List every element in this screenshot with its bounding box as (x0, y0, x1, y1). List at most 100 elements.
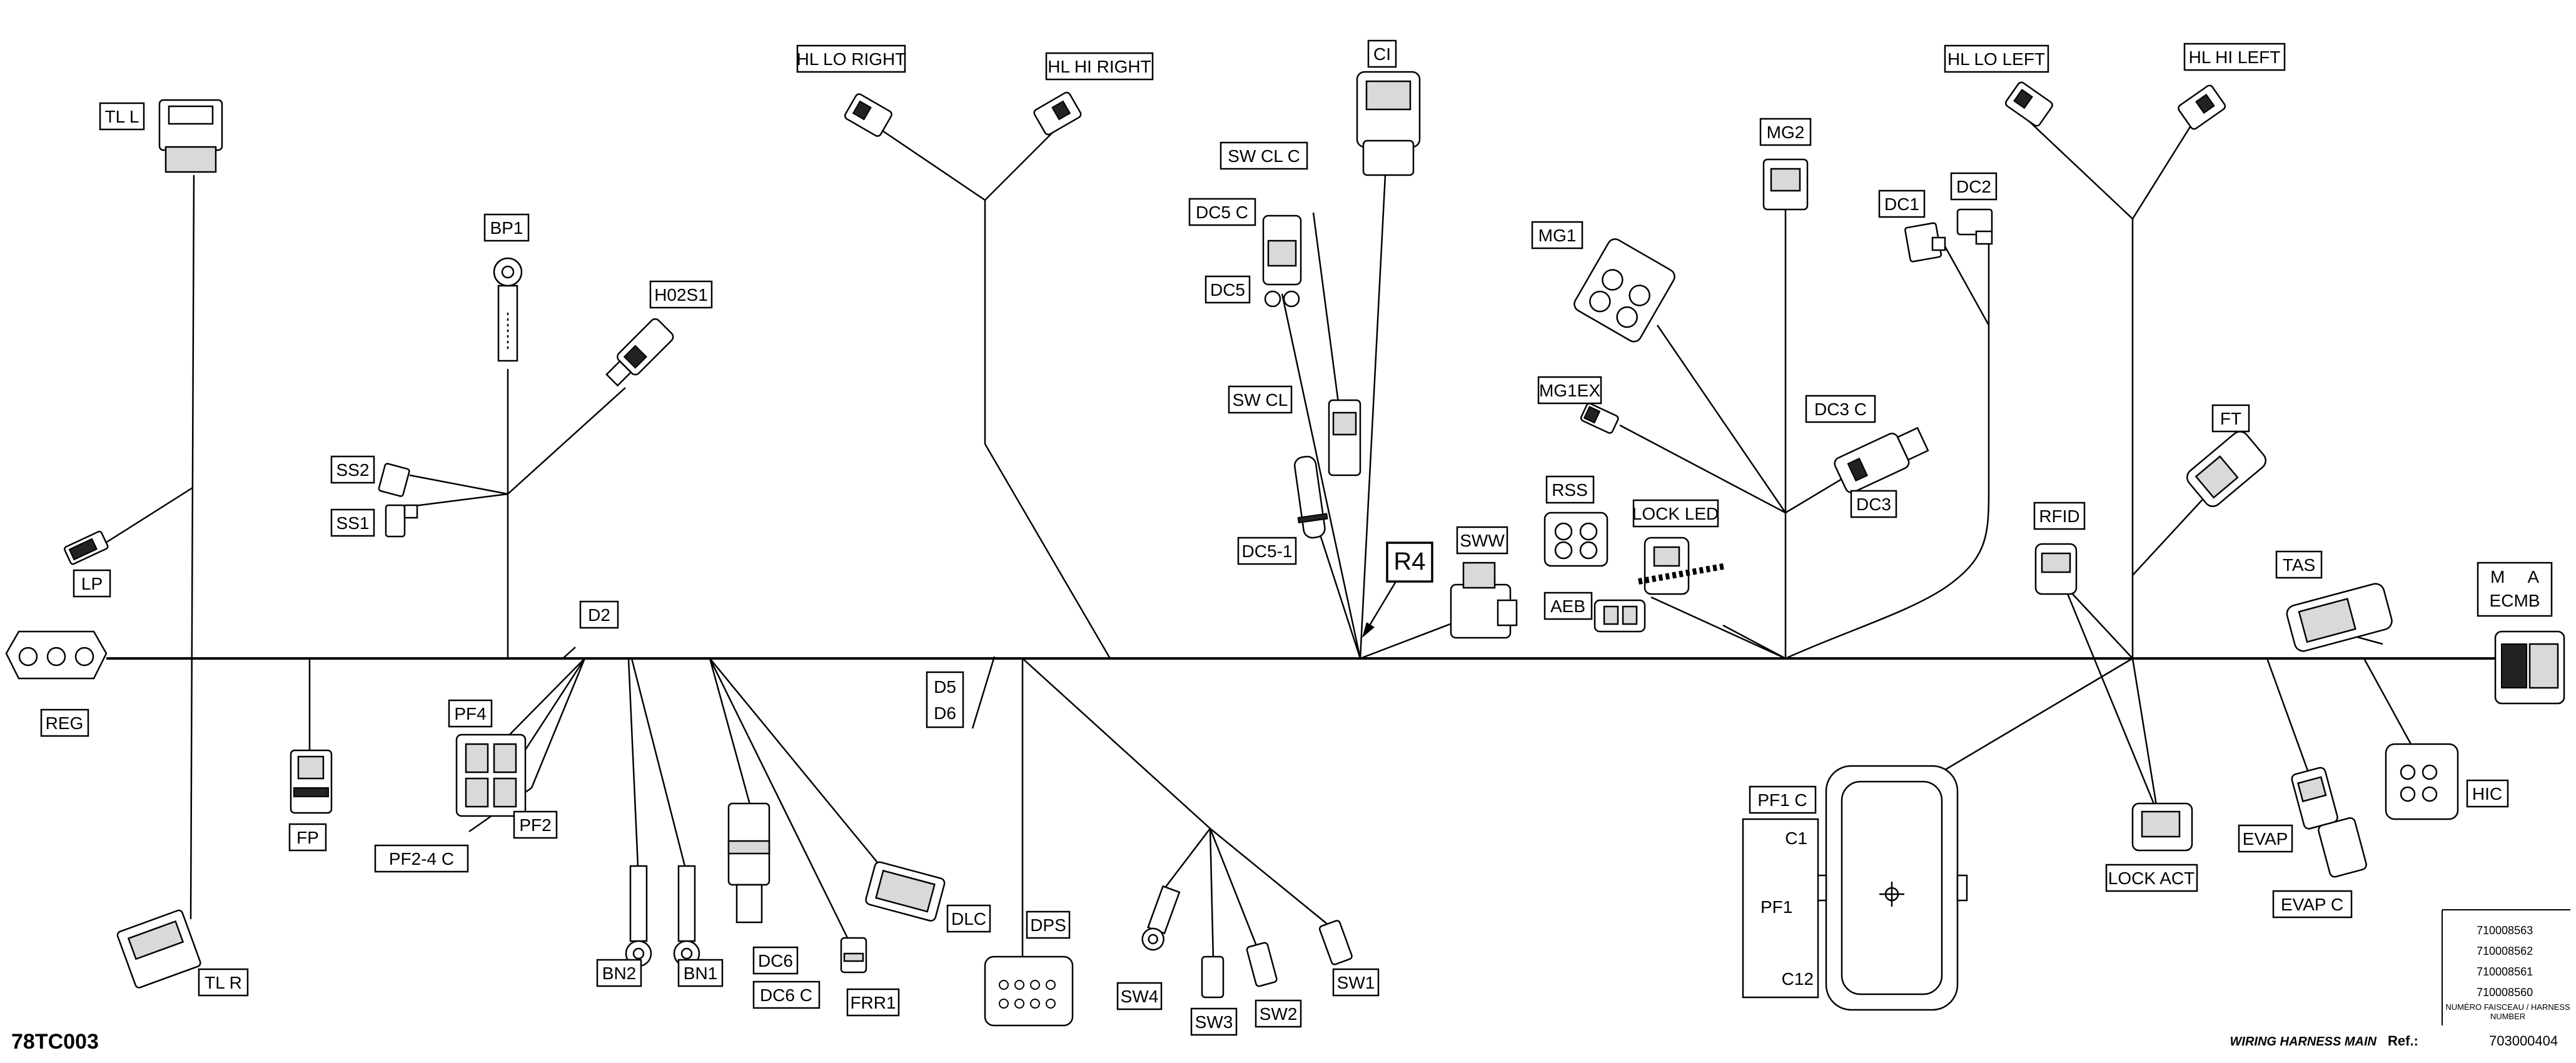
svg-text:RSS: RSS (1552, 480, 1588, 500)
svg-text:PF1 C: PF1 C (1757, 790, 1807, 810)
label-ss2: SS2 (330, 455, 375, 484)
label-c12: C12 (1782, 969, 1814, 989)
label-c1: C1 (1785, 829, 1807, 848)
label-ft: FT (2211, 404, 2250, 433)
label-lock-led: LOCK LED (1632, 499, 1719, 528)
svg-text:M: M (2490, 567, 2505, 587)
svg-text:DC1: DC1 (1884, 194, 1919, 214)
tl-r-connector-icon (116, 909, 201, 989)
svg-text:FT: FT (2220, 409, 2241, 428)
svg-text:LP: LP (81, 574, 103, 593)
ft-connector-icon (2186, 431, 2266, 507)
tl-l-connector-icon (158, 99, 223, 173)
label-sw-cl: SW CL (1228, 385, 1293, 414)
sww-switch-icon (1450, 562, 1518, 639)
label-hl-lo-left: HL LO LEFT (1944, 44, 2049, 73)
label-lock-act: LOCK ACT (2105, 864, 2198, 892)
sw4-terminal-icon (1141, 885, 1181, 951)
dc5-connector-icon (1262, 214, 1302, 308)
label-bp1: BP1 (483, 213, 530, 242)
label-sw-cl-c: SW CL C (1220, 141, 1308, 170)
label-dc5-1: DC5-1 (1237, 537, 1297, 565)
label-h02s1: H02S1 (649, 280, 713, 309)
label-dlc: DLC (946, 904, 991, 933)
lock-act-connector-icon (2131, 802, 2193, 852)
svg-text:D2: D2 (588, 605, 610, 625)
svg-text:BP1: BP1 (490, 218, 523, 238)
ref-label: Ref.: (2388, 1033, 2418, 1049)
label-sw2: SW2 (1255, 999, 1302, 1028)
svg-text:D5: D5 (934, 677, 956, 697)
label-dps: DPS (1026, 910, 1071, 939)
svg-text:SW4: SW4 (1121, 987, 1159, 1006)
sw2-terminal-icon (1246, 942, 1278, 987)
svg-text:ECMB: ECMB (2490, 591, 2540, 610)
label-hl-lo-right: HL LO RIGHT (797, 44, 906, 73)
label-hic: HIC (2466, 779, 2509, 808)
svg-text:SW1: SW1 (1337, 973, 1375, 992)
label-pf1-c: PF1 C (1749, 785, 1817, 814)
svg-text:MG1EX: MG1EX (1539, 381, 1600, 400)
svg-text:R4: R4 (1393, 548, 1425, 575)
fp-connector-icon (290, 749, 333, 814)
hl-hi-right-connector-icon (1033, 91, 1082, 136)
svg-text:TAS: TAS (2283, 555, 2315, 575)
label-pf2-4-c: PF2-4 C (374, 844, 469, 873)
rss-connector-icon (1543, 511, 1609, 567)
hl-lo-right-connector-icon (844, 93, 892, 137)
svg-text:DC3: DC3 (1856, 495, 1891, 514)
label-d2: D2 (579, 600, 619, 629)
svg-text:PF2: PF2 (519, 815, 551, 835)
figure-code: 78TC003 (11, 1030, 99, 1054)
svg-text:PF4: PF4 (454, 704, 486, 723)
label-pf2: PF2 (513, 810, 558, 839)
svg-text:SW CL C: SW CL C (1228, 146, 1300, 166)
label-sw3: SW3 (1190, 1007, 1238, 1036)
label-r4: R4 (1386, 542, 1433, 583)
ss2-sensor-icon (378, 463, 410, 497)
sw-cl-connector-icon (1328, 399, 1361, 476)
label-sw4: SW4 (1116, 982, 1163, 1010)
label-dc3-c: DC3 C (1805, 395, 1876, 423)
label-fp: FP (288, 823, 327, 852)
svg-text:BN1: BN1 (684, 964, 717, 983)
svg-text:DC3 C: DC3 C (1814, 400, 1867, 419)
label-aeb: AEB (1543, 592, 1593, 620)
svg-text:DLC: DLC (951, 909, 986, 929)
harness-number-caption-fr: NUMÉRO FAISCEAU / HARNESS (2445, 1002, 2570, 1012)
label-rss: RSS (1545, 475, 1595, 504)
harness-number-1: 710008563 (2477, 924, 2533, 937)
pf1-fuse-box-icon (1742, 765, 1968, 1011)
svg-text:HL HI LEFT: HL HI LEFT (2189, 48, 2281, 67)
dlc-connector-icon (865, 861, 946, 922)
mg2-connector-icon (1762, 158, 1809, 211)
label-sww: SWW (1456, 526, 1508, 555)
ecmb-connector-icon (2494, 630, 2565, 705)
harness-name: WIRING HARNESS MAIN (2230, 1035, 2377, 1049)
dc3-connector-icon (1834, 426, 1929, 493)
svg-text:CI: CI (1373, 44, 1391, 64)
label-tl-r: TL R (198, 968, 249, 997)
svg-text:EVAP: EVAP (2243, 829, 2288, 849)
harness-number-3: 710008561 (2477, 965, 2533, 978)
tas-connector-icon (2286, 583, 2393, 652)
aeb-connector-icon (1594, 599, 1646, 633)
label-evap: EVAP (2238, 824, 2293, 853)
hl-lo-left-connector-icon (2004, 81, 2053, 127)
pf-connector-icon (455, 733, 527, 817)
mg1-connector-icon (1573, 238, 1675, 343)
harness-number-table: 710008563 710008562 710008561 710008560 … (2442, 909, 2570, 1025)
label-dc1: DC1 (1878, 189, 1926, 218)
connector-shapes (5, 71, 2565, 1027)
svg-text:RFID: RFID (2039, 506, 2079, 526)
dc5-1-connector-icon (1293, 455, 1328, 539)
svg-text:D6: D6 (934, 703, 956, 723)
label-ss1: SS1 (330, 508, 375, 537)
reg-connector-icon (5, 630, 108, 680)
svg-text:LOCK ACT: LOCK ACT (2108, 869, 2195, 888)
label-sw1: SW1 (1332, 968, 1380, 997)
label-reg: REG (40, 708, 89, 737)
svg-text:HL LO LEFT: HL LO LEFT (1947, 49, 2045, 69)
